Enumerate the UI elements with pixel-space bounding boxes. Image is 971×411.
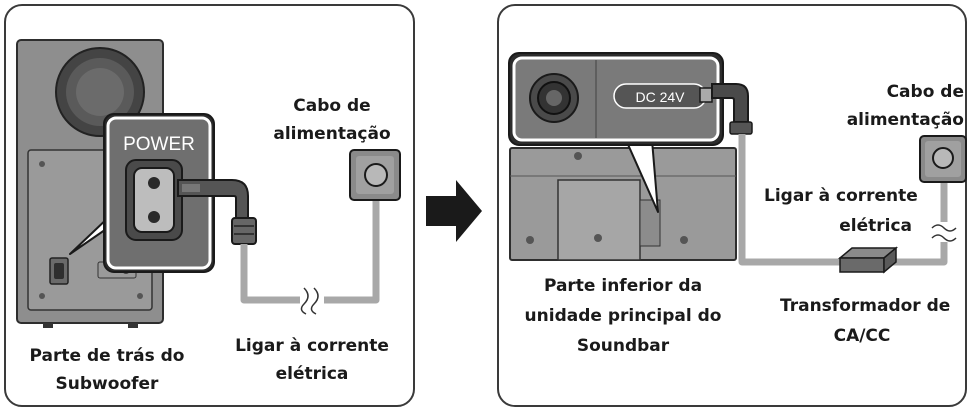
soundbar-underside-illustration [509, 147, 737, 261]
next-step-arrow-icon [426, 180, 482, 242]
soundbar-caption-line3: Soundbar [576, 336, 670, 356]
adapter-label-line1: Transformador de [780, 296, 951, 316]
wall-outlet-icon [349, 149, 401, 201]
power-cable [240, 186, 380, 304]
subwoofer-caption-line1: Parte de trás do [29, 346, 185, 366]
soundbar-caption-line2: unidade principal do [524, 306, 722, 326]
dc-plug-icon [699, 83, 753, 135]
dc-cable [738, 134, 842, 266]
dc-24v-label: DC 24V [635, 89, 685, 105]
power-cable-label-line1: Cabo de [886, 82, 964, 102]
power-socket-zoom [103, 113, 215, 273]
outlet-label-line1: Ligar à corrente [235, 336, 389, 356]
soundbar-caption-line1: Parte inferior da [543, 276, 703, 296]
power-cable-label-line1: Cabo de [293, 96, 371, 116]
wall-outlet-icon [919, 135, 967, 183]
outlet-label-line2: elétrica [839, 216, 912, 236]
power-label: POWER [123, 134, 195, 155]
power-cable-label-line2: alimentação [846, 110, 964, 130]
outlet-label-line1: Ligar à corrente [764, 186, 918, 206]
adapter-label-line2: CA/CC [833, 326, 891, 346]
dc-port-zoom [508, 52, 724, 146]
subwoofer-caption-line2: Subwoofer [55, 374, 159, 394]
power-plug-icon [177, 179, 257, 245]
power-cable [886, 174, 948, 266]
outlet-label-line2: elétrica [275, 364, 349, 384]
power-cable-label-line2: alimentação [273, 124, 391, 144]
ac-dc-adapter-icon [837, 246, 899, 274]
